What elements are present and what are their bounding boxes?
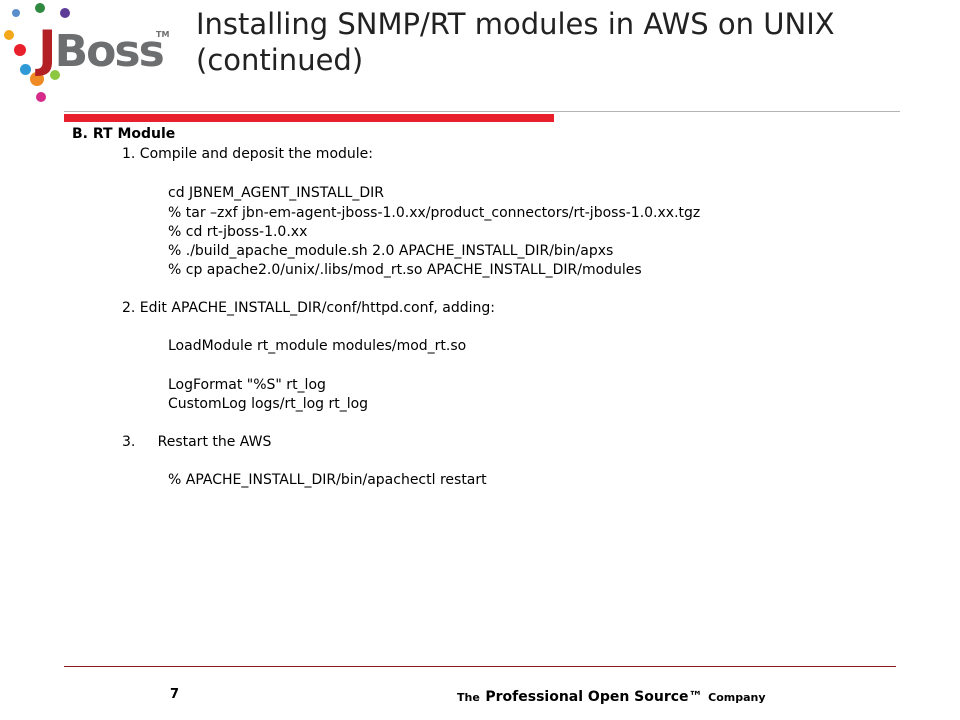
footer-divider [64,666,896,667]
logo-dot-icon [4,30,14,40]
tagline-main: Professional Open Source™ [485,689,703,705]
code-line: % cd rt-jboss-1.0.xx [168,224,308,240]
section-heading: B. RT Module [72,126,176,142]
page-number: 7 [170,687,180,702]
step-2-label: 2. Edit APACHE_INSTALL_DIR/conf/httpd.co… [122,300,495,316]
logo-dot-icon [60,8,70,18]
logo-dot-icon [30,72,44,86]
slide-title: Installing SNMP/RT modules in AWS on UNI… [196,7,835,77]
logo-dot-icon [36,92,46,102]
code-line: cd JBNEM_AGENT_INSTALL_DIR [168,185,384,201]
code-line: % tar –zxf jbn-em-agent-jboss-1.0.xx/pro… [168,205,701,221]
logo-dot-icon [14,44,26,56]
config-line: CustomLog logs/rt_log rt_log [168,396,369,412]
tagline-suffix: Company [708,691,766,704]
logo-dot-icon [20,64,31,75]
code-line: % ./build_apache_module.sh 2.0 APACHE_IN… [168,243,614,259]
config-line: LoadModule rt_module modules/mod_rt.so [168,338,467,354]
code-line: % cp apache2.0/unix/.libs/mod_rt.so APAC… [168,262,642,278]
logo-dot-icon [35,3,45,13]
footer-tagline: The Professional Open Source™ Company [457,686,766,705]
tagline-prefix: The [457,691,480,704]
code-line: % APACHE_INSTALL_DIR/bin/apachectl resta… [168,472,487,488]
header-divider [64,111,900,112]
logo-dot-icon [50,70,60,80]
step-3-label: 3. Restart the AWS [122,434,272,450]
config-line: LogFormat "%S" rt_log [168,377,326,393]
logo-dot-icon [12,9,20,17]
logo-wordmark: JBoss [38,20,165,78]
header-accent-bar [64,114,554,122]
logo-trademark: TM [156,30,170,39]
step-1-label: 1. Compile and deposit the module: [122,146,373,162]
jboss-logo: JBoss TM [0,0,175,115]
